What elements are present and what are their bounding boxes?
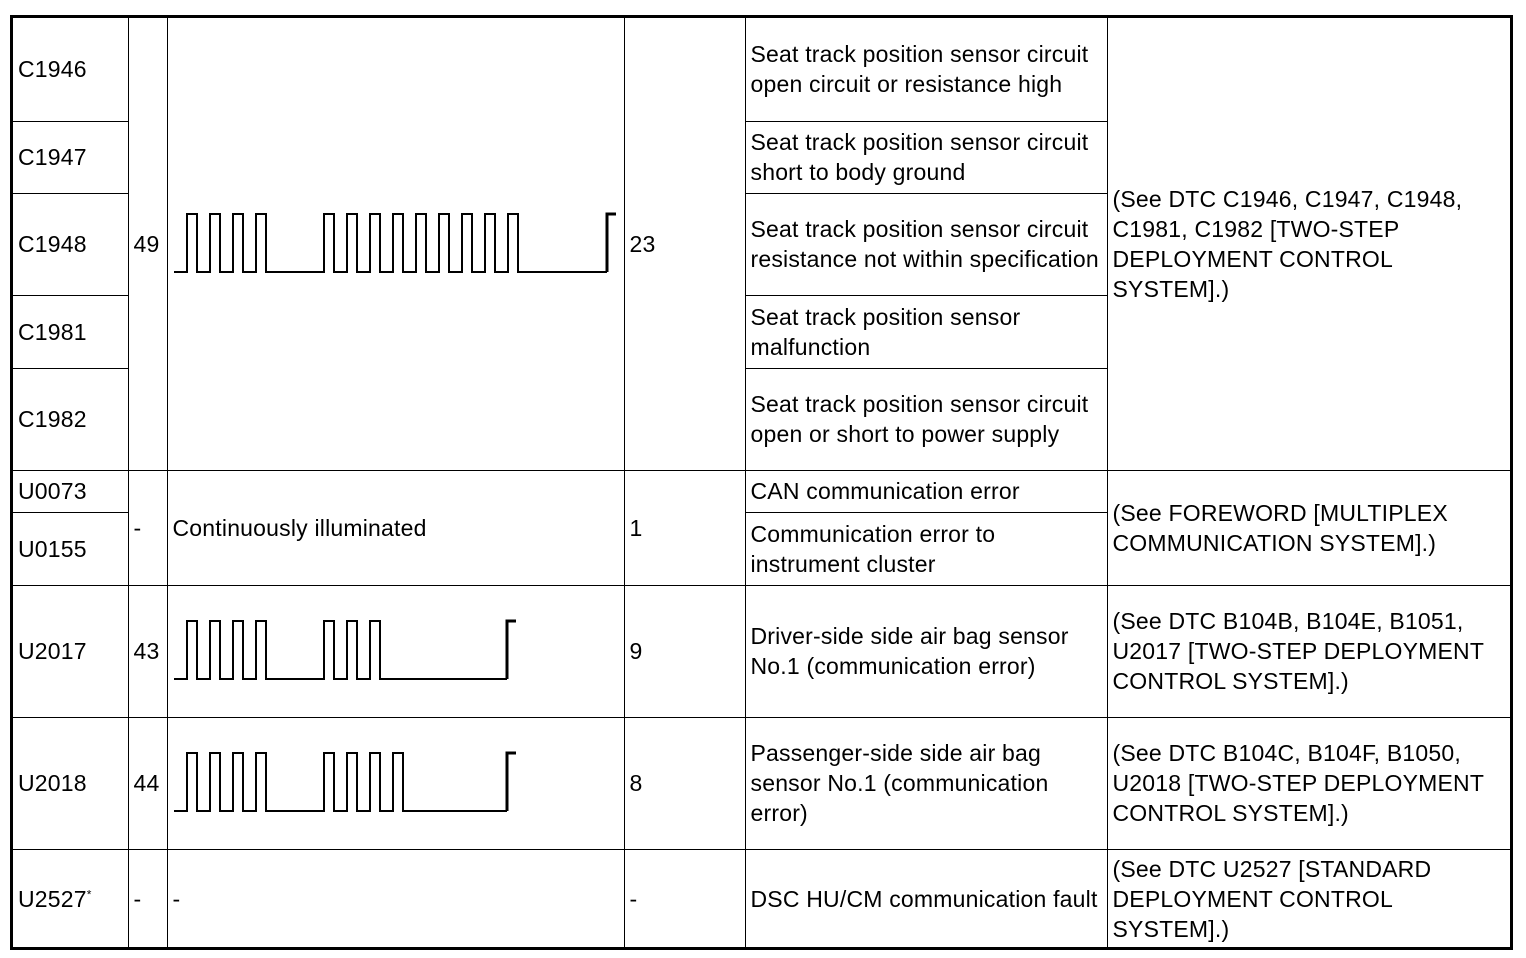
description-cell: Communication error to instrument cluste… — [744, 511, 1107, 586]
dtc-code-cell: U0155 — [13, 511, 129, 586]
table-row: U0073 - Continuously illuminated 1 CAN c… — [13, 469, 1510, 586]
flash-pattern-cell — [166, 716, 625, 850]
dtc-code-cell: C1981 — [13, 294, 129, 369]
count-value: 23 — [629, 230, 656, 257]
reference-text: (See DTC B104C, B104F, B1050, U2018 [TWO… — [1112, 740, 1484, 826]
flash-code: - — [133, 514, 142, 541]
dtc-code: C1946 — [18, 56, 87, 83]
flash-code: 49 — [133, 230, 160, 257]
dtc-description: DSC HU/CM communication fault — [750, 886, 1098, 913]
table-row: U2018 44 8 Passenger-side side air bag s… — [13, 716, 1510, 850]
dtc-code-cell: U0073 — [13, 469, 129, 513]
reference-cell: (See DTC C1946, C1947, C1948, C1981, C19… — [1106, 18, 1510, 471]
reference-text: (See DTC C1946, C1947, C1948, C1981, C19… — [1112, 185, 1463, 302]
flash-pattern-text: Continuously illuminated — [172, 514, 427, 541]
flash-code: 44 — [133, 770, 160, 796]
dtc-description: Seat track position sensor circuit resis… — [750, 216, 1099, 272]
count-cell: 1 — [623, 469, 746, 586]
dtc-code: C1948 — [18, 231, 87, 257]
reference-text: (See DTC B104B, B104E, B1051, U2017 [TWO… — [1112, 608, 1484, 694]
flash-pattern-cell: Continuously illuminated — [166, 469, 625, 586]
description-cell: Seat track position sensor circuit open … — [744, 367, 1107, 471]
table-row: U2017 43 9 Driver-side side air bag sens… — [13, 584, 1510, 718]
flash-code: - — [133, 886, 142, 913]
count-value: 8 — [629, 770, 643, 796]
table-row: C1981 Seat track position sensor malfunc… — [13, 294, 1510, 369]
dtc-table-frame: C1946 49 23 Seat track position sensor c… — [10, 15, 1513, 950]
count-value: 9 — [629, 638, 643, 664]
flash-code-cell: 49 — [127, 18, 168, 471]
dtc-code-cell: C1946 — [13, 18, 129, 122]
reference-text: (See FOREWORD [MULTIPLEX COMMUNICATION S… — [1112, 499, 1448, 556]
dtc-table: C1946 49 23 Seat track position sensor c… — [13, 18, 1510, 949]
description-cell: CAN communication error — [744, 469, 1108, 513]
table-row: U0155 Communication error to instrument … — [13, 511, 1510, 586]
dtc-description: Passenger-side side air bag sensor No.1 … — [750, 740, 1049, 826]
dtc-code: U0155 — [18, 535, 87, 562]
dtc-code-cell: U2527* — [13, 848, 129, 949]
dtc-description: Seat track position sensor circuit short… — [750, 129, 1089, 185]
reference-cell: (See DTC U2527 [STANDARD DEPLOYMENT CONT… — [1106, 848, 1510, 949]
dtc-description: Seat track position sensor circuit open … — [750, 41, 1089, 98]
footnote-mark: * — [86, 887, 92, 902]
dtc-description: Communication error to instrument cluste… — [750, 520, 996, 577]
description-cell: Seat track position sensor circuit short… — [744, 120, 1107, 194]
count-cell: 23 — [623, 18, 746, 471]
description-cell: Seat track position sensor circuit resis… — [744, 192, 1107, 296]
flash-pattern-text: - — [172, 886, 181, 913]
description-cell: Seat track position sensor malfunction — [744, 294, 1107, 369]
dtc-description: CAN communication error — [750, 478, 1020, 504]
dtc-description: Seat track position sensor circuit open … — [750, 391, 1089, 447]
dtc-code: C1981 — [18, 318, 87, 345]
dtc-code-cell: U2018 — [13, 716, 129, 850]
description-cell: Driver-side side air bag sensor No.1 (co… — [744, 584, 1108, 718]
description-cell: DSC HU/CM communication fault — [744, 848, 1108, 949]
reference-text: (See DTC U2527 [STANDARD DEPLOYMENT CONT… — [1112, 856, 1432, 943]
count-cell: - — [623, 848, 746, 949]
dtc-code: U2017 — [18, 638, 87, 664]
reference-cell: (See DTC B104B, B104E, B1051, U2017 [TWO… — [1106, 584, 1510, 718]
flash-pattern-cell: - — [166, 848, 625, 949]
reference-cell: (See FOREWORD [MULTIPLEX COMMUNICATION S… — [1106, 469, 1510, 586]
dtc-code: U2018 — [18, 770, 87, 796]
count-cell: 8 — [623, 716, 746, 850]
dtc-code: C1947 — [18, 144, 87, 170]
dtc-code: C1982 — [18, 406, 87, 432]
dtc-description: Seat track position sensor malfunction — [750, 303, 1021, 360]
dtc-code: U2527 — [18, 886, 87, 913]
flash-pattern-cell — [166, 18, 625, 471]
dtc-code-cell: C1947 — [13, 120, 129, 194]
table-row: U2527* - - - DSC HU/CM communication fau… — [13, 848, 1510, 949]
flash-pattern-u2017-waveform — [173, 619, 516, 680]
flash-code: 43 — [133, 638, 160, 664]
count-cell: 9 — [623, 584, 746, 718]
dtc-description: Driver-side side air bag sensor No.1 (co… — [750, 623, 1069, 679]
description-cell: Seat track position sensor circuit open … — [744, 18, 1108, 122]
flash-pattern-cell — [166, 584, 625, 718]
dtc-code: U0073 — [18, 478, 87, 504]
flash-code-cell: - — [127, 848, 168, 949]
flash-code-cell: 44 — [127, 716, 168, 850]
description-cell: Passenger-side side air bag sensor No.1 … — [744, 716, 1108, 850]
flash-code-cell: - — [127, 469, 168, 586]
dtc-code-cell: U2017 — [13, 584, 129, 718]
count-value: - — [629, 886, 638, 913]
dtc-code-cell: C1948 — [13, 192, 129, 296]
table-row: C1947 Seat track position sensor circuit… — [13, 120, 1510, 194]
flash-pattern-seat-waveform — [173, 212, 616, 273]
flash-pattern-u2018-waveform — [173, 751, 516, 812]
table-row: C1982 Seat track position sensor circuit… — [13, 367, 1510, 471]
dtc-code-cell: C1982 — [13, 367, 129, 471]
reference-cell: (See DTC B104C, B104F, B1050, U2018 [TWO… — [1106, 716, 1510, 850]
count-value: 1 — [629, 514, 643, 541]
flash-code-cell: 43 — [127, 584, 168, 718]
table-row: C1946 49 23 Seat track position sensor c… — [13, 18, 1510, 471]
